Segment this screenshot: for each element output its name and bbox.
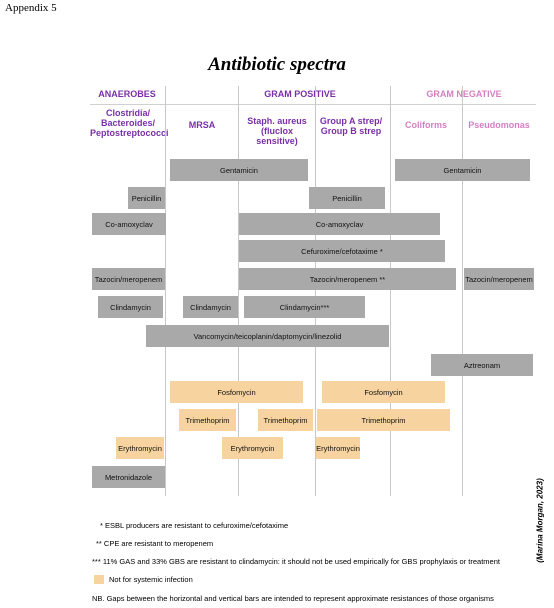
author-credit-text: (Marina Morgan, 2023) <box>535 477 545 563</box>
column-pseudomonas: Pseudomonas <box>468 120 530 130</box>
bar-gentamicin-gram-positive: Gentamicin <box>170 159 308 181</box>
bar-gentamicin-gram-negative: Gentamicin <box>395 159 530 181</box>
bar-co-amoxyclav: Co-amoxyclav <box>92 213 166 235</box>
bar-co-amoxyclav: Co-amoxyclav <box>239 213 440 235</box>
bar-clindamycin: Clindamycin <box>183 296 238 318</box>
bar-erythromycin: Erythromycin <box>316 437 360 459</box>
grid-line-vertical <box>315 86 316 496</box>
grid-line-horizontal <box>90 104 536 105</box>
grid-line-vertical <box>165 86 166 496</box>
bar-penicillin: Penicillin <box>309 187 385 209</box>
note-gas-gbs: *** 11% GAS and 33% GBS are resistant to… <box>92 557 500 566</box>
group-gram-positive: GRAM POSITIVE <box>264 89 336 99</box>
note-cpe: ** CPE are resistant to meropenem <box>96 539 214 548</box>
bar-aztreonam: Aztreonam <box>431 354 533 376</box>
bar-fosfomycin: Fosfomycin <box>322 381 445 403</box>
bar-clindamycin: Clindamycin <box>98 296 163 318</box>
column-mrsa: MRSA <box>188 120 216 130</box>
bar-trimethoprim: Trimethoprim <box>317 409 450 431</box>
bar-vancomycin: Vancomycin/teicoplanin/daptomycin/linezo… <box>146 325 389 347</box>
bar-trimethoprim: Trimethoprim <box>179 409 236 431</box>
column-staph: Staph. aureus (flucIox sensitive) <box>247 116 307 146</box>
bar-penicillin: Penicillin <box>128 187 165 209</box>
bar-erythromycin: Erythromycin <box>116 437 164 459</box>
bar-tazocin-meropenem: Tazocin/meropenem ** <box>239 268 456 290</box>
bar-tazocin-meropenem: Tazocin/meropenem <box>464 268 534 290</box>
column-clostridia: Clostridia/ Bacteroides/ Peptostreptococ… <box>90 108 169 138</box>
bar-tazocin-meropenem: Tazocin/meropenem <box>92 268 165 290</box>
page-title: Antibiotic spectra <box>208 54 346 75</box>
bar-clindamycin: Clindamycin*** <box>244 296 365 318</box>
group-anaerobes: ANAEROBES <box>98 89 156 99</box>
group-gram-negative: GRAM NEGATIVE <box>426 89 502 99</box>
bar-erythromycin: Erythromycin <box>222 437 283 459</box>
bar-trimethoprim: Trimethoprim <box>258 409 313 431</box>
grid-line-vertical <box>390 86 391 496</box>
bar-cefuroxime-cefotaxime: Cefuroxime/cefotaxime * <box>239 240 445 262</box>
bar-metronidazole: Metronidazole <box>92 466 165 488</box>
grid-line-vertical <box>462 86 463 496</box>
grid-line-vertical <box>238 86 239 496</box>
note-gaps: NB. Gaps between the horizontal and vert… <box>92 594 494 603</box>
author-credit: (Marina Morgan, 2023) <box>533 460 547 580</box>
bar-fosfomycin: Fosfomycin <box>170 381 303 403</box>
column-strep: Group A strep/ Group B strep <box>319 116 383 136</box>
note-esbl: * ESBL producers are resistant to cefuro… <box>100 521 289 530</box>
appendix-label: Appendix 5 <box>5 2 57 14</box>
legend-not-systemic: Not for systemic infection <box>109 575 193 584</box>
column-coliforms: Coliforms <box>404 120 447 130</box>
legend-swatch-tan <box>94 575 104 584</box>
